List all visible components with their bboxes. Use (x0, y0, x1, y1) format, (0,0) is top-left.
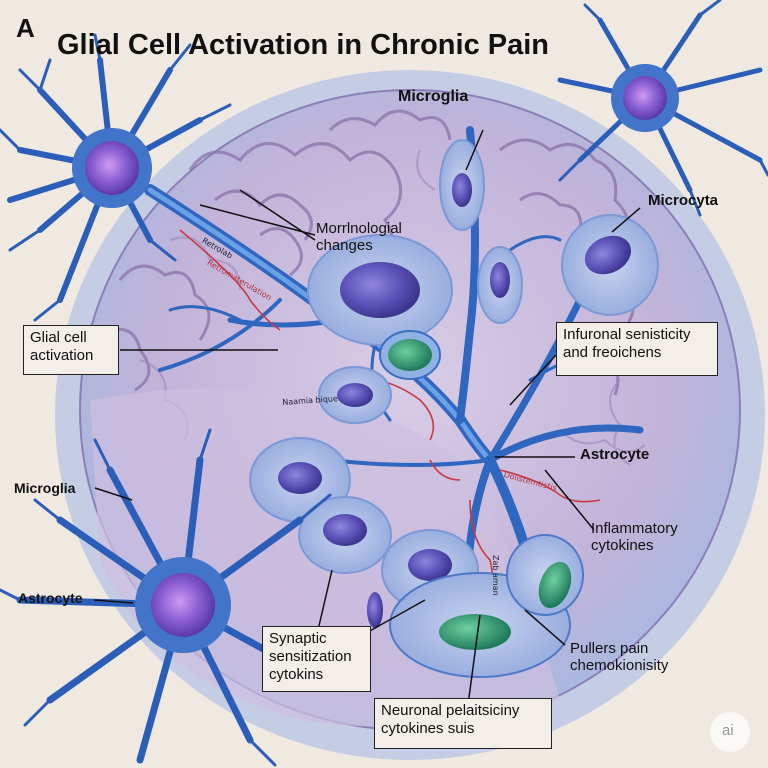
label-microcyta: Microcyta (648, 192, 719, 209)
label-microglia-left: Microglia (14, 480, 76, 496)
leader-lines (93, 129, 641, 706)
box-glial-cell-activation: Glial cell activation (23, 325, 119, 375)
microglia-nucleus-top-left (85, 141, 139, 195)
label-astrocyte-right: Astrocyte (580, 446, 650, 463)
watermark: ai (722, 722, 734, 739)
cell-bodies (249, 139, 659, 678)
tiny-label-5: Zab aman (491, 555, 500, 596)
astrocyte-cell-bottom-left (0, 428, 352, 767)
microglia-nucleus-top-right (623, 76, 667, 120)
microglia-cell-top-left (0, 33, 232, 322)
watermark-bubble (710, 712, 750, 752)
label-pullers-pain: Pullers pain chemokionisity (570, 640, 669, 675)
box-synaptic-sensitization: Synaptic sensitization cytokins (262, 626, 371, 692)
box-neuronal-plasticity: Neuronal pelaitsiciny cytokines suis (374, 698, 552, 749)
label-morphological-changes: Morrlnologial changes (316, 220, 402, 255)
label-microglia-top: Microglia (398, 88, 469, 105)
box-infuronal-senisticity: Infuronal senisticity and freoichens (556, 322, 718, 376)
microglia-cell-top-right (557, 0, 768, 217)
figure-title: Glial Cell Activation in Chronic Pain (57, 29, 550, 61)
label-inflammatory-cytokines: Inflammatory cytokines (591, 520, 678, 555)
label-astrocyte-left: Astrocyte (18, 590, 83, 606)
panel-letter: A (16, 13, 35, 43)
astrocyte-nucleus-bottom-left (151, 573, 215, 637)
